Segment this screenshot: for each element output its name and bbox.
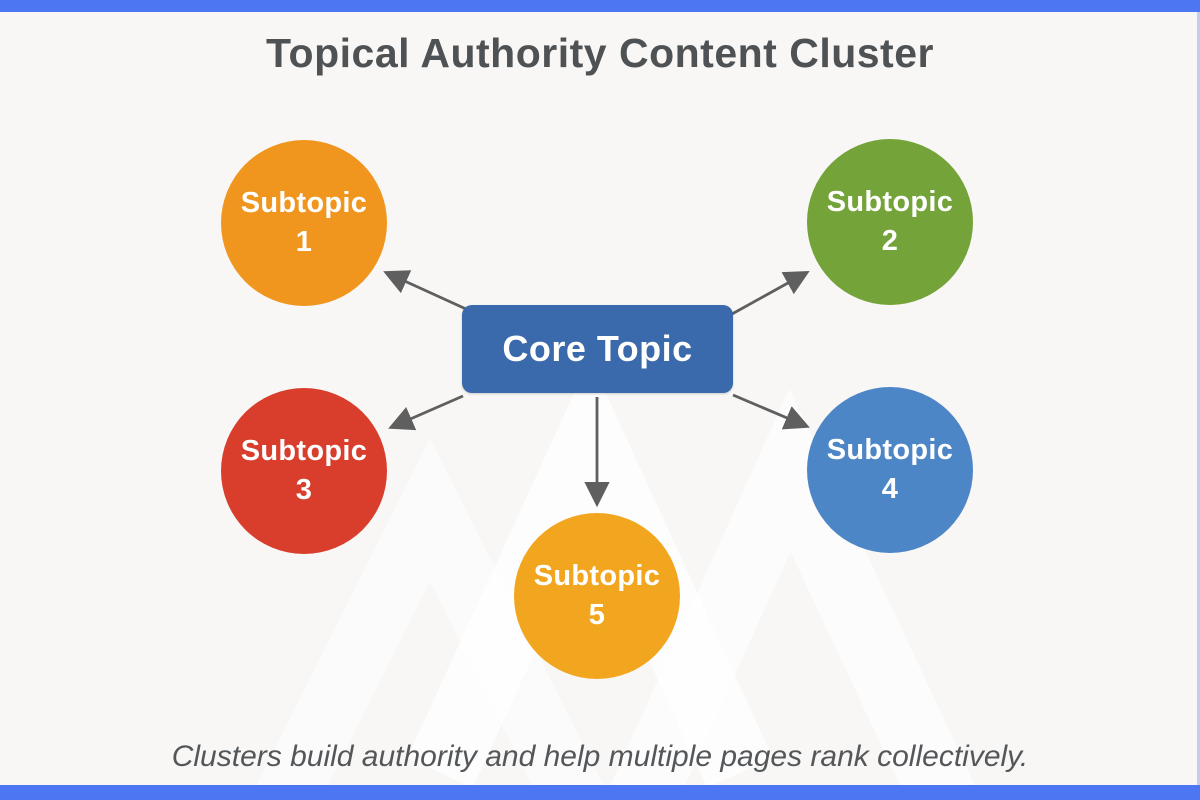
connector-arrow-subtopic-2 — [731, 270, 810, 316]
subtopic-label: Subtopic — [826, 185, 954, 218]
subtopic-node-5: Subtopic 5 — [514, 513, 680, 679]
subtopic-number: 3 — [295, 474, 313, 506]
caption-text: Clusters build authority and help multip… — [171, 740, 1029, 773]
core-topic-node: Core Topic — [462, 305, 733, 393]
subtopic-label: Subtopic — [826, 433, 954, 466]
subtopic-number: 5 — [588, 599, 606, 631]
subtopic-label: Subtopic — [533, 559, 661, 592]
page-title: Topical Authority Content Cluster — [266, 30, 934, 76]
frame-border-top — [0, 0, 1200, 12]
subtopic-node-1: Subtopic 1 — [221, 140, 387, 306]
subtopic-label: Subtopic — [240, 186, 368, 219]
subtopic-number: 2 — [881, 225, 899, 257]
core-topic-label: Core Topic — [502, 328, 693, 369]
subtopic-label: Subtopic — [240, 434, 368, 467]
connector-arrow-subtopic-4 — [732, 393, 810, 430]
frame-border-bottom — [0, 785, 1200, 800]
subtopic-number: 1 — [295, 226, 313, 258]
frame-border-right — [1197, 0, 1200, 800]
connector-arrow-subtopic-1 — [383, 270, 467, 311]
connector-arrow-subtopic-3 — [388, 394, 464, 431]
subtopic-node-4: Subtopic 4 — [807, 387, 973, 553]
subtopic-node-3: Subtopic 3 — [221, 388, 387, 554]
subtopic-number: 4 — [881, 473, 899, 505]
subtopic-node-2: Subtopic 2 — [807, 139, 973, 305]
